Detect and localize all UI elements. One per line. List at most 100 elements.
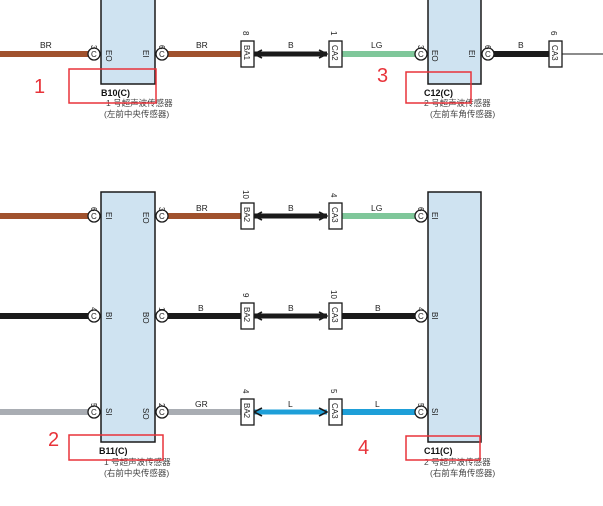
pin-c12-right-label: EI	[467, 50, 476, 58]
connector-top-ca3: CA3 6	[548, 31, 563, 68]
component-b11-box	[100, 191, 156, 443]
pin-c11-r3: C 5	[414, 403, 428, 419]
wire-top-b2	[493, 51, 549, 57]
component-c11-box	[427, 191, 482, 443]
wire-label-r1-br: BR	[196, 203, 208, 213]
pin-number: 3	[416, 45, 425, 50]
pin-c-label: C	[91, 408, 97, 417]
wire-r2-b1	[167, 313, 241, 319]
wire-r2-b-left	[0, 313, 89, 319]
callout-box-1	[68, 68, 157, 104]
svg-text:8: 8	[241, 31, 250, 36]
connector-r1-ba2: BA2 10	[240, 190, 255, 230]
svg-text:10: 10	[241, 190, 250, 199]
wire-top-br-left	[0, 51, 89, 57]
pin-c-label: C	[418, 408, 424, 417]
wire-label-r3-l1: L	[288, 399, 293, 409]
pin-c11-r1-label: EI	[430, 212, 439, 220]
pin-number: 3	[157, 207, 166, 212]
pin-number: 1	[157, 307, 166, 312]
pin-number: 2	[157, 403, 166, 408]
pin-c11-r3-label: SI	[430, 408, 439, 416]
pin-number: 6	[483, 45, 492, 50]
pin-c12-left-label: EO	[430, 50, 439, 62]
wire-r3-gr	[167, 409, 241, 415]
component-c11-name: 2 号超声波传感器	[424, 457, 491, 467]
component-b11-name: 1 号超声波传感器	[104, 457, 171, 467]
wire-label-r1-b: B	[288, 203, 294, 213]
svg-text:CA2: CA2	[330, 45, 339, 61]
wire-label-top-b1: B	[288, 40, 294, 50]
pin-c-label: C	[91, 212, 97, 221]
component-c11-code: C11(C)	[424, 446, 453, 456]
svg-text:4: 4	[241, 389, 250, 394]
svg-text:CA3: CA3	[330, 307, 339, 323]
svg-text:5: 5	[329, 389, 338, 394]
svg-text:CA3: CA3	[550, 45, 559, 61]
component-c12-box	[427, 0, 482, 85]
svg-text:BA2: BA2	[242, 403, 251, 419]
connector-r1-ca3: CA3 4	[328, 193, 343, 230]
wire-r3-l2	[342, 409, 416, 415]
callout-box-3	[405, 71, 472, 104]
callout-box-4	[405, 435, 481, 461]
wire-label-r2-b3: B	[375, 303, 381, 313]
wire-label-r3-l2: L	[375, 399, 380, 409]
wire-r3-gr-left	[0, 409, 89, 415]
callout-number-4: 4	[358, 437, 369, 459]
pin-number: 3	[89, 45, 98, 50]
pin-b10-left: C 3	[87, 45, 101, 61]
wire-r2-b3	[342, 313, 416, 319]
connector-r2-ba2: BA2 9	[240, 293, 255, 330]
pin-b11-r1-left: C 6	[87, 207, 101, 223]
svg-text:BA1: BA1	[242, 45, 251, 61]
connector-r3-ba2: BA2 4	[240, 389, 255, 426]
svg-text:6: 6	[549, 31, 558, 36]
component-b11-code: B11(C)	[99, 446, 128, 456]
pin-c-label: C	[91, 312, 97, 321]
wire-top-br-mid	[167, 51, 241, 57]
svg-text:1: 1	[329, 31, 338, 36]
wire-label-top-lg: LG	[371, 40, 382, 50]
pin-number: 5	[89, 403, 98, 408]
wire-r1-br-left	[0, 213, 89, 219]
pin-number: 6	[416, 207, 425, 212]
connector-top-ca2: CA2 1	[328, 31, 343, 68]
svg-text:4: 4	[329, 193, 338, 198]
wire-label-r2-b1: B	[198, 303, 204, 313]
pin-b10-right-label: EI	[141, 50, 150, 58]
wire-label-top-br-mid: BR	[196, 40, 208, 50]
component-b10-loc: (左前中央传感器)	[104, 109, 169, 119]
component-b11-loc: (右前中央传感器)	[104, 468, 169, 478]
component-c11-loc: (右前车角传感器)	[430, 468, 495, 478]
wire-label-top-br-left: BR	[40, 40, 52, 50]
pin-c-label: C	[485, 50, 491, 59]
pin-c11-r2-label: BI	[430, 312, 439, 320]
svg-text:CA3: CA3	[330, 207, 339, 223]
wire-label-top-b2: B	[518, 40, 524, 50]
pin-c-label: C	[418, 312, 424, 321]
callout-number-3: 3	[377, 65, 388, 87]
svg-text:10: 10	[329, 290, 338, 299]
pin-c11-r2: C 4	[414, 307, 428, 323]
callout-box-2	[68, 434, 164, 461]
wire-r1-lg	[342, 213, 416, 219]
pin-b11-r2-right-label: BO	[141, 312, 150, 324]
wire-r1-br	[167, 213, 241, 219]
pin-b11-r2-right: C 1	[155, 307, 169, 323]
connector-top-ba1: BA1 8	[240, 31, 255, 68]
connector-r3-ca3: CA3 5	[328, 389, 343, 426]
callout-number-1: 1	[34, 76, 45, 98]
pin-c12-right: C 6	[481, 45, 495, 61]
svg-text:9: 9	[241, 293, 250, 298]
pin-number: 6	[157, 45, 166, 50]
pin-b11-r2-left: C 4	[87, 307, 101, 323]
svg-text:BA2: BA2	[242, 207, 251, 223]
wire-label-r2-b2: B	[288, 303, 294, 313]
pin-b11-r1-right-label: EO	[141, 212, 150, 224]
component-c12-loc: (左前车角传感器)	[430, 109, 495, 119]
svg-text:BA2: BA2	[242, 307, 251, 323]
pin-number: 4	[416, 307, 425, 312]
pin-c-label: C	[159, 408, 165, 417]
